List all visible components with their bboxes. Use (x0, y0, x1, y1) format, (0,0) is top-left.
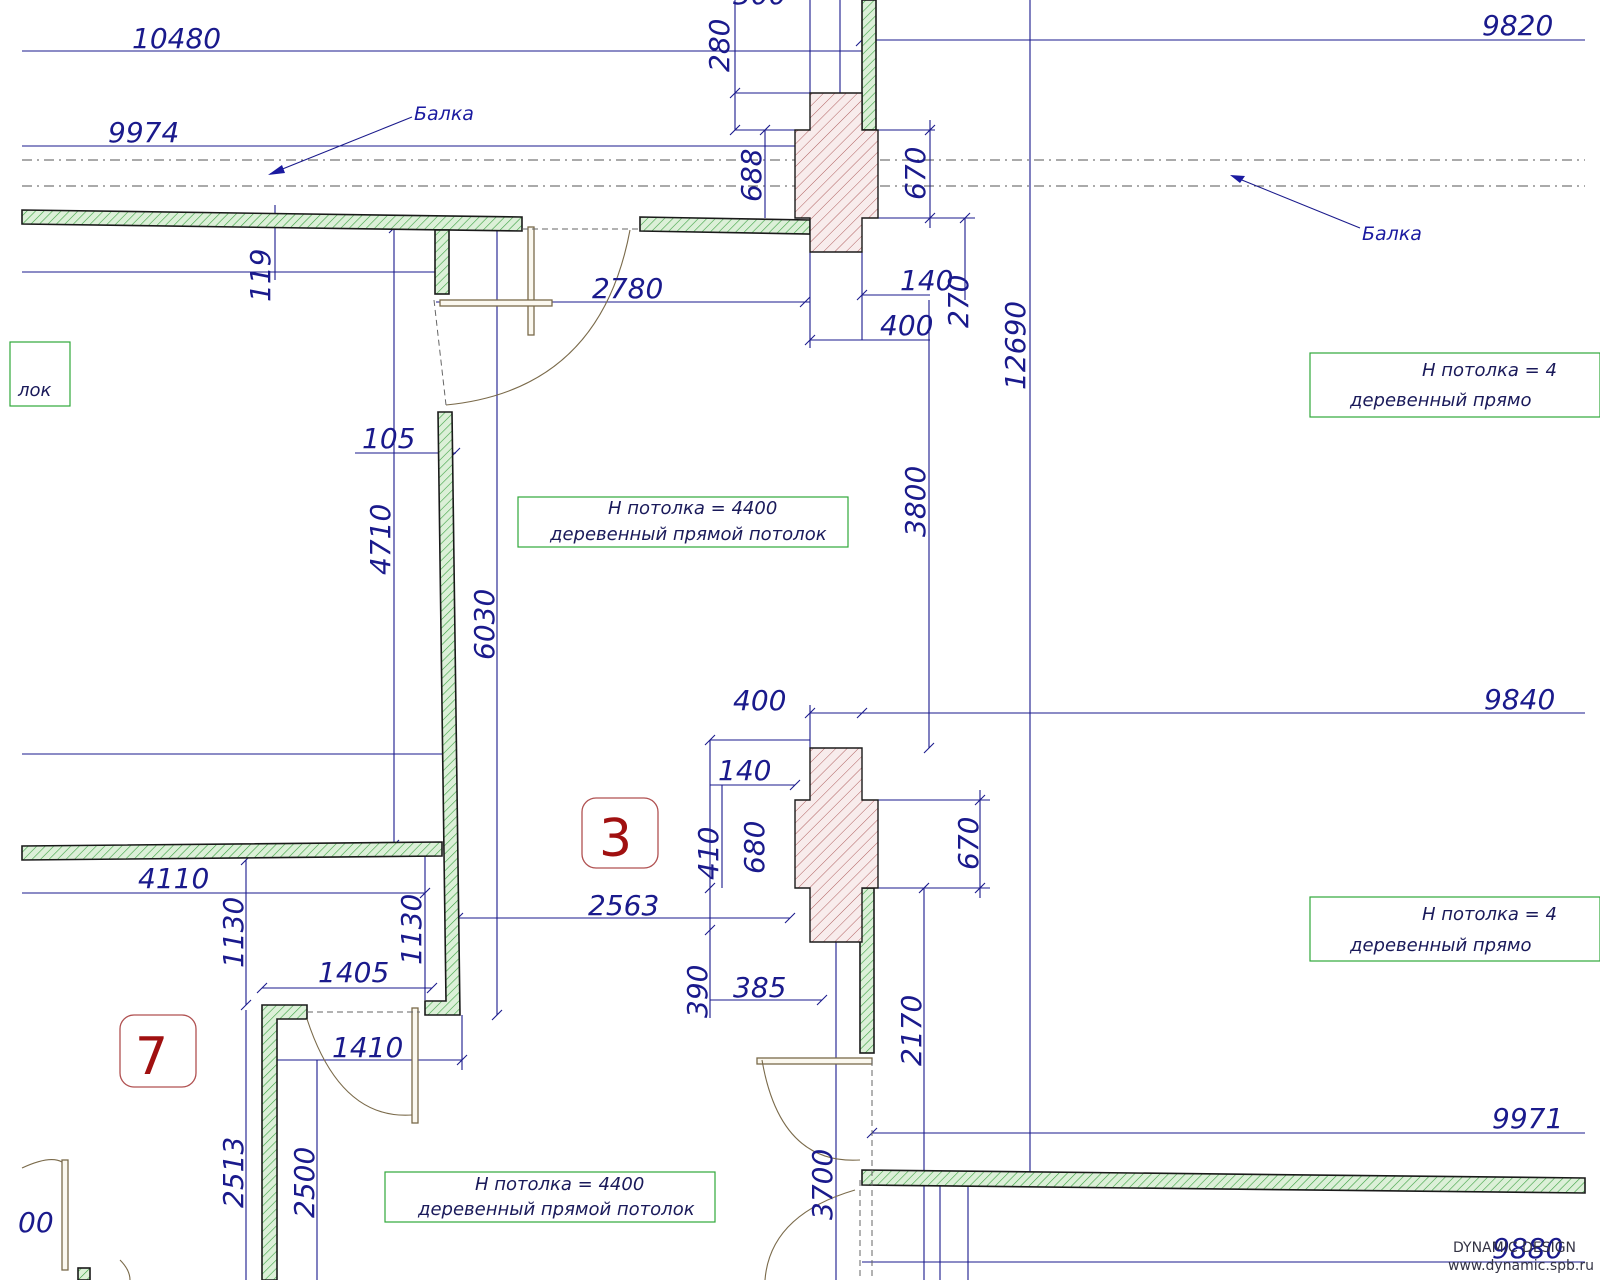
note-right-mid-line2: деревенный прямо (1349, 935, 1532, 956)
room-number-7: 7 (135, 1027, 168, 1087)
brand-url: www.dynamic.spb.ru (1448, 1258, 1594, 1274)
dim-670-top: 670 (899, 147, 932, 200)
dim-2563: 2563 (588, 889, 659, 922)
dim-2780: 2780 (592, 272, 663, 305)
note-bottom-line1: Н потолка = 4400 (475, 1174, 644, 1195)
room-number-3: 3 (599, 809, 632, 869)
brand-name: DYNAMIC DESIGN (1453, 1240, 1576, 1256)
dim-10480: 10480 (132, 22, 221, 55)
dim-385: 385 (733, 971, 786, 1004)
dim-280: 280 (703, 19, 736, 72)
ceiling-note-bottom: Н потолка = 4400 деревенный прямой потол… (384, 1171, 716, 1223)
ceiling-note-right-mid: Н потолка = 4 деревенный прямо (1309, 896, 1600, 962)
beam-lines (22, 159, 1585, 187)
dim-140-top: 140 (900, 264, 953, 297)
dim-140-mid: 140 (718, 754, 771, 787)
dim-3800: 3800 (899, 466, 932, 537)
dim-1130-left: 1130 (217, 897, 250, 968)
beam-annotations: Балка Балка (268, 103, 1422, 245)
dim-2170: 2170 (895, 995, 928, 1066)
room-label-7: 7 (119, 1014, 197, 1088)
dim-12690: 12690 (999, 301, 1032, 390)
dim-1410: 1410 (332, 1031, 403, 1064)
dim-119: 119 (244, 249, 277, 302)
note-center-line1: Н потолка = 4400 (608, 498, 777, 519)
dimension-labels: 10480 9974 9820 300 280 688 670 119 2780… (18, 0, 1563, 1265)
dim-688: 688 (735, 149, 768, 202)
dim-410: 410 (692, 827, 725, 880)
dim-105: 105 (362, 422, 415, 455)
dimension-lines (22, 0, 1585, 1280)
dim-1130-right: 1130 (395, 894, 428, 965)
dim-6030: 6030 (468, 589, 501, 660)
room-label-3: 3 (581, 797, 659, 869)
dim-2500: 2500 (288, 1147, 321, 1218)
doors (21, 226, 873, 1280)
dim-670-mid: 670 (952, 817, 985, 870)
beam-label-left: Балка (414, 103, 474, 125)
dim-400-mid: 400 (733, 684, 786, 717)
dim-9880: 9880 (1492, 1232, 1563, 1265)
dim-9820: 9820 (1482, 9, 1553, 42)
dim-4710: 4710 (364, 504, 397, 575)
dim-9840: 9840 (1484, 683, 1555, 716)
dim-1405: 1405 (318, 956, 389, 989)
columns (794, 92, 879, 943)
ceiling-note-center: Н потолка = 4400 деревенный прямой потол… (517, 496, 849, 548)
ceiling-note-left-partial: лок (9, 341, 71, 407)
note-right-top-line2: деревенный прямо (1349, 390, 1532, 411)
dim-2513: 2513 (217, 1137, 250, 1208)
dim-3700: 3700 (806, 1149, 839, 1220)
beam-label-right: Балка (1362, 223, 1422, 245)
dim-4110: 4110 (138, 862, 209, 895)
note-bottom-line2: деревенный прямой потолок (417, 1199, 695, 1220)
dim-partial-top: 300 (733, 0, 786, 11)
note-right-mid-line1: Н потолка = 4 (1422, 904, 1557, 925)
brand-watermark: DYNAMIC DESIGN www.dynamic.spb.ru (1448, 1240, 1594, 1274)
dim-partial-left: 00 (18, 1206, 54, 1239)
dim-270: 270 (942, 275, 975, 328)
dim-400-top: 400 (880, 309, 933, 342)
dim-390: 390 (681, 965, 714, 1018)
note-right-top-line1: Н потолка = 4 (1422, 360, 1557, 381)
ceiling-note-right-top: Н потолка = 4 деревенный прямо (1309, 352, 1600, 418)
walls (21, 0, 1586, 1280)
note-left-partial: лок (17, 380, 52, 401)
note-center-line2: деревенный прямой потолок (549, 524, 827, 545)
dim-680: 680 (738, 821, 771, 874)
dim-9974: 9974 (108, 116, 179, 149)
dim-9971: 9971 (1492, 1102, 1563, 1135)
